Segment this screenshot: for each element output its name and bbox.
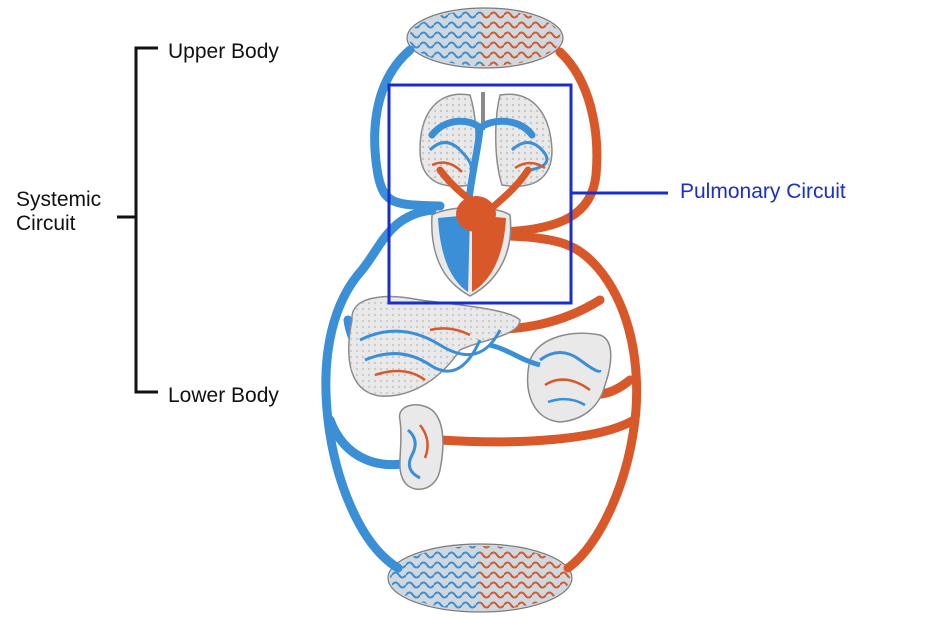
pulmonary-circuit-label: Pulmonary Circuit [680, 180, 846, 203]
lower-body-label: Lower Body [168, 384, 279, 407]
kidney [398, 404, 444, 490]
systemic-label-line1: Systemic [16, 188, 102, 211]
lower-body-capillary-bed [387, 543, 573, 613]
systemic-bracket [117, 46, 158, 394]
heart [431, 196, 512, 297]
upper-body-label: Upper Body [168, 40, 279, 63]
upper-body-capillary-bed [406, 7, 564, 69]
lungs [419, 92, 553, 187]
systemic-label-line2: Circuit [16, 212, 76, 235]
intestine [489, 332, 612, 423]
liver [348, 295, 521, 397]
systemic-circuit-label: Systemic Circuit [16, 188, 126, 236]
